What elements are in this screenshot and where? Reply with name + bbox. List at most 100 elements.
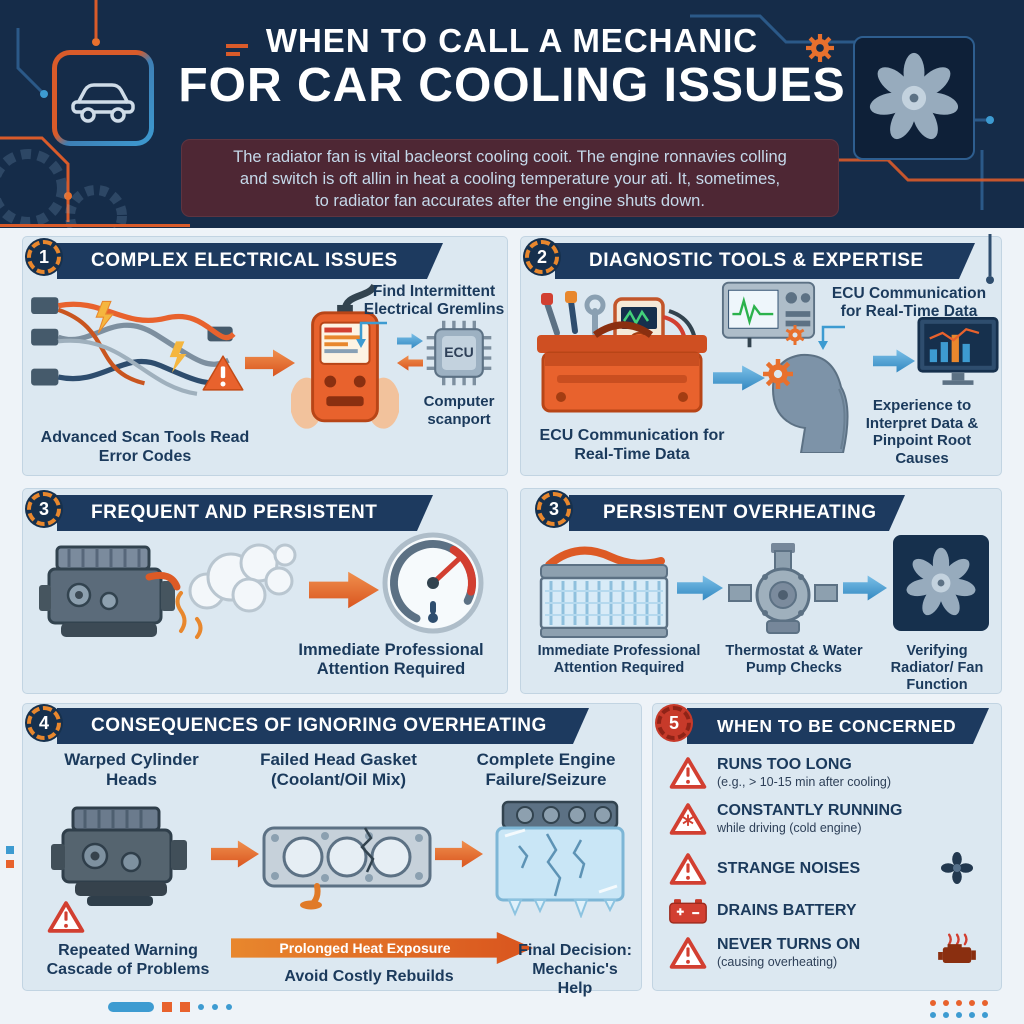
concern-never-turns-on: NEVER TURNS ON bbox=[717, 936, 861, 953]
gear-icon bbox=[806, 34, 834, 62]
concern-runs-too-long-sub: (e.g., > 10-15 min after cooling) bbox=[717, 775, 892, 789]
footer-dot-blue bbox=[212, 1004, 218, 1010]
caption-final-decision: Final Decision: Mechanic's Help bbox=[518, 942, 632, 997]
small-fan-icon bbox=[941, 852, 973, 884]
footer-square-orange bbox=[162, 1002, 172, 1012]
panel-complex-electrical: COMPLEX ELECTRICAL ISSUES 1 bbox=[22, 236, 508, 476]
panel4-number-badge: 3 bbox=[537, 492, 571, 526]
panel-persistent-overheating: PERSISTENT OVERHEATING 3 bbox=[520, 488, 1002, 694]
panel5-title: CONSEQUENCES OF IGNORING OVERHEATING bbox=[57, 708, 589, 744]
subtitle-line-2: and switch is oft allin in heat a coolin… bbox=[239, 169, 781, 188]
footer-square-orange bbox=[180, 1002, 190, 1012]
arrow-left-small-icon bbox=[397, 355, 423, 371]
concern-drains-battery: DRAINS BATTERY bbox=[717, 902, 857, 919]
panel6-title: WHEN TO BE CONCERNED bbox=[687, 708, 989, 744]
panel1-number-badge: 1 bbox=[27, 240, 61, 274]
radiator-fan-illustration bbox=[853, 36, 975, 160]
warning-triangle-icon bbox=[47, 900, 85, 934]
arrow-right-small-icon bbox=[397, 333, 423, 349]
header-accent-line bbox=[0, 224, 190, 227]
heat-exposure-label: Prolonged Heat Exposure bbox=[279, 940, 451, 956]
header-title-line2: FOR CAR COOLING ISSUES bbox=[178, 59, 846, 112]
panel-diagnostic-tools: DIAGNOSTIC TOOLS & EXPERTISE 2 bbox=[520, 236, 1002, 476]
panel3-number-badge: 3 bbox=[27, 492, 61, 526]
header: WHEN TO CALL A MECHANIC FOR CAR COOLING … bbox=[0, 0, 1024, 228]
caption-advanced-scan: Advanced Scan Tools Read Error Codes bbox=[40, 429, 250, 465]
arrow-right-icon bbox=[435, 840, 483, 868]
arrow-right-icon bbox=[713, 365, 765, 391]
header-subtitle: The radiator fan is vital bacleorst cool… bbox=[182, 140, 838, 216]
car-badge-frame bbox=[52, 50, 154, 146]
panel4-title: PERSISTENT OVERHEATING bbox=[569, 495, 905, 531]
footer-dot-blue bbox=[226, 1004, 232, 1010]
frozen-engine-illustration bbox=[489, 796, 631, 919]
footer-deco-right bbox=[930, 1000, 988, 1018]
warning-triangle-cold-icon bbox=[669, 802, 707, 836]
fan-illustration bbox=[893, 535, 989, 631]
car-icon bbox=[71, 83, 135, 123]
caption-ecu-comm-bottom: ECU Communication for Real-Time Data bbox=[539, 427, 725, 463]
scan-tool-illustration bbox=[290, 281, 400, 433]
subtitle-line-3: to radiator fan accurates after the engi… bbox=[315, 191, 705, 210]
panel6-number-badge: 5 bbox=[657, 706, 691, 740]
warning-triangle-icon bbox=[669, 756, 707, 790]
fan-icon bbox=[869, 52, 959, 140]
temperature-gauge-illustration bbox=[381, 531, 485, 635]
caption-failed-gasket: Failed Head Gasket (Coolant/Oil Mix) bbox=[260, 750, 417, 790]
panel-consequences: CONSEQUENCES OF IGNORING OVERHEATING 4 W… bbox=[22, 703, 642, 997]
caption-verifying-fan: Verifying Radiator/ Fan Function bbox=[890, 643, 984, 694]
arrow-right-icon bbox=[211, 840, 259, 868]
footer-dot-blue bbox=[198, 1004, 204, 1010]
car-badge-inner bbox=[57, 55, 149, 141]
footer-deco-left bbox=[108, 1002, 232, 1012]
caption-experience: Experience to Interpret Data & Pinpoint … bbox=[865, 397, 979, 468]
hot-engine-icon bbox=[935, 932, 979, 972]
caption-warped-heads: Warped Cylinder Heads bbox=[64, 750, 199, 790]
concern-never-turns-on-sub: (causing overheating) bbox=[717, 955, 838, 969]
ecu-chip-illustration: ECU bbox=[425, 319, 493, 387]
title-accent-left bbox=[226, 44, 248, 56]
data-monitor-illustration bbox=[917, 313, 999, 393]
caption-repeated-warning: Repeated Warning Cascade of Problems bbox=[46, 942, 210, 978]
warning-triangle-icon bbox=[669, 936, 707, 970]
subtitle-line-1: The radiator fan is vital bacleorst cool… bbox=[233, 148, 787, 166]
panel-frequent-persistent: FREQUENT AND PERSISTENT 3 bbox=[22, 488, 508, 694]
warning-triangle-icon bbox=[201, 353, 245, 393]
fan-icon bbox=[906, 547, 976, 616]
concern-constantly-running: CONSTANTLY RUNNING bbox=[717, 802, 903, 819]
arrow-right-icon bbox=[245, 349, 295, 377]
panel5-number-badge: 4 bbox=[27, 706, 61, 740]
panel1-title: COMPLEX ELECTRICAL ISSUES bbox=[57, 243, 443, 279]
wiring-harness-illustration bbox=[29, 285, 239, 425]
gear-icon-small bbox=[785, 325, 805, 345]
gear-icon bbox=[763, 359, 793, 389]
circuit-connector bbox=[986, 234, 994, 284]
panel2-title: DIAGNOSTIC TOOLS & EXPERTISE bbox=[555, 243, 975, 279]
arrow-right-icon bbox=[677, 575, 723, 601]
concern-strange-noises: STRANGE NOISES bbox=[717, 860, 861, 877]
battery-icon bbox=[667, 896, 709, 926]
panel-when-concerned: WHEN TO BE CONCERNED 5 RUNS TOO LONG (e.… bbox=[652, 703, 1002, 991]
caption-thermostat-checks: Thermostat & Water Pump Checks bbox=[725, 643, 863, 677]
toolbox-illustration bbox=[531, 291, 716, 421]
caption-attention-required: Immediate Professional Attention Require… bbox=[537, 643, 701, 677]
overheating-engine-illustration bbox=[35, 533, 305, 655]
panel2-number-badge: 2 bbox=[525, 240, 559, 274]
concern-runs-too-long: RUNS TOO LONG bbox=[717, 756, 852, 773]
oscilloscope-illustration bbox=[721, 279, 816, 349]
header-title-line1: WHEN TO CALL A MECHANIC bbox=[265, 22, 759, 59]
arrow-right-icon bbox=[873, 349, 915, 373]
deco-dot-blue bbox=[6, 846, 14, 854]
panel3-title: FREQUENT AND PERSISTENT bbox=[57, 495, 433, 531]
arrow-right-icon bbox=[309, 571, 379, 609]
caption-avoid-rebuilds: Avoid Costly Rebuilds bbox=[284, 968, 454, 985]
concern-constantly-running-sub: while driving (cold engine) bbox=[717, 821, 862, 835]
deco-dot-orange bbox=[6, 860, 14, 868]
caption-find-gremlins: Find Intermittent Electrical Gremlins bbox=[363, 283, 505, 319]
damaged-engine-illustration bbox=[47, 800, 207, 912]
caption-computer-scanport: Computer scanport bbox=[423, 393, 495, 428]
warning-triangle-icon bbox=[669, 852, 707, 886]
leader-line bbox=[356, 321, 387, 348]
ecu-chip-label: ECU bbox=[444, 344, 474, 360]
